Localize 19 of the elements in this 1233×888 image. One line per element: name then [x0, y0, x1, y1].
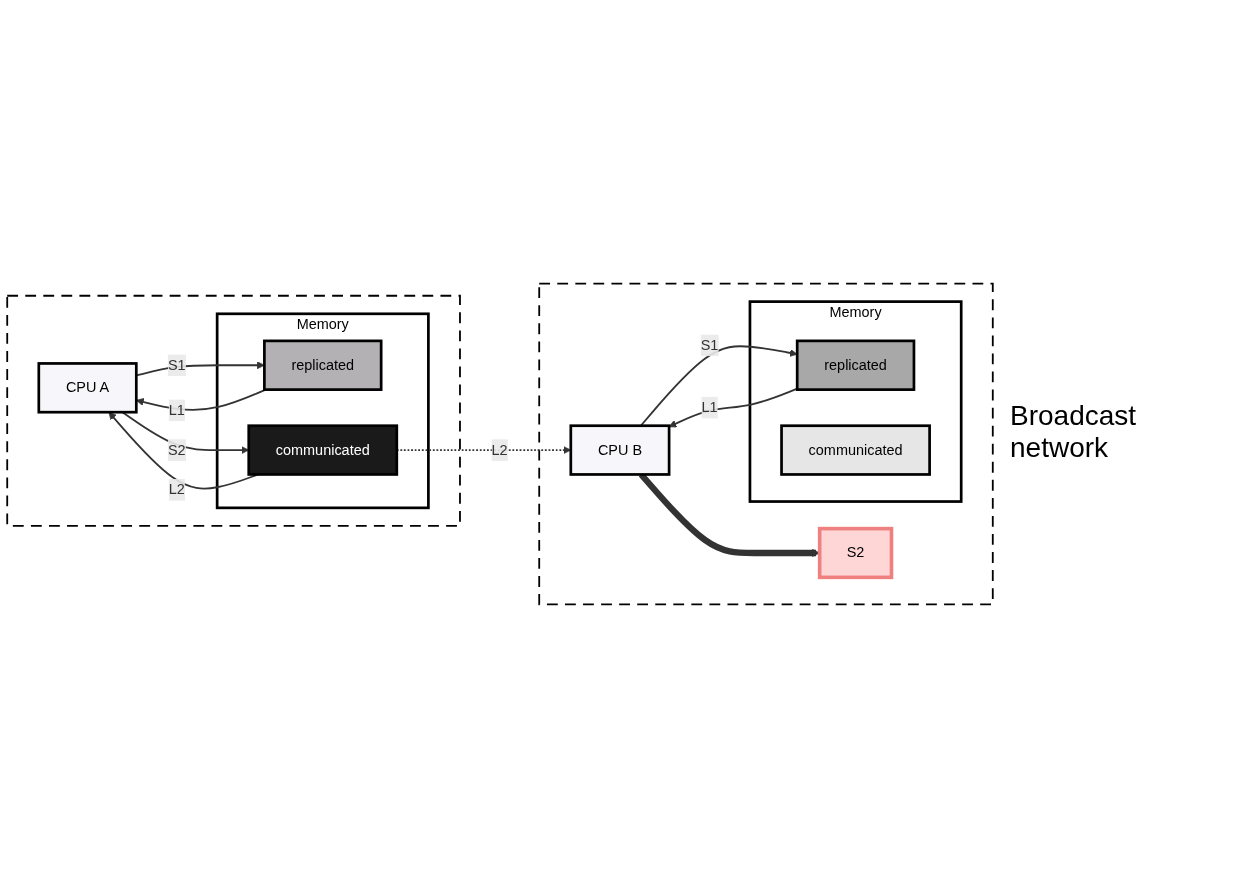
node-box: communicated: [780, 424, 931, 476]
edge-label: S2: [167, 441, 186, 458]
edge-label: S1: [700, 337, 719, 353]
cluster: [6, 294, 461, 527]
edge-label: S1: [167, 357, 186, 373]
edge-label: L1: [168, 402, 185, 418]
edge-label: L2: [491, 441, 508, 458]
node-box: replicated: [795, 339, 916, 391]
node-box: CPU B: [569, 424, 671, 476]
node-box: CPU A: [37, 362, 138, 414]
edge-label: L1: [701, 399, 718, 415]
arrow: [668, 387, 799, 428]
node-box: replicated: [263, 339, 383, 391]
edge-label: L2: [168, 481, 185, 498]
node-box: S2: [817, 526, 894, 580]
network-label: Broadcast network: [1010, 400, 1138, 464]
cluster: [538, 282, 994, 606]
node-box: communicated: [247, 424, 399, 476]
arrow: [639, 345, 798, 427]
